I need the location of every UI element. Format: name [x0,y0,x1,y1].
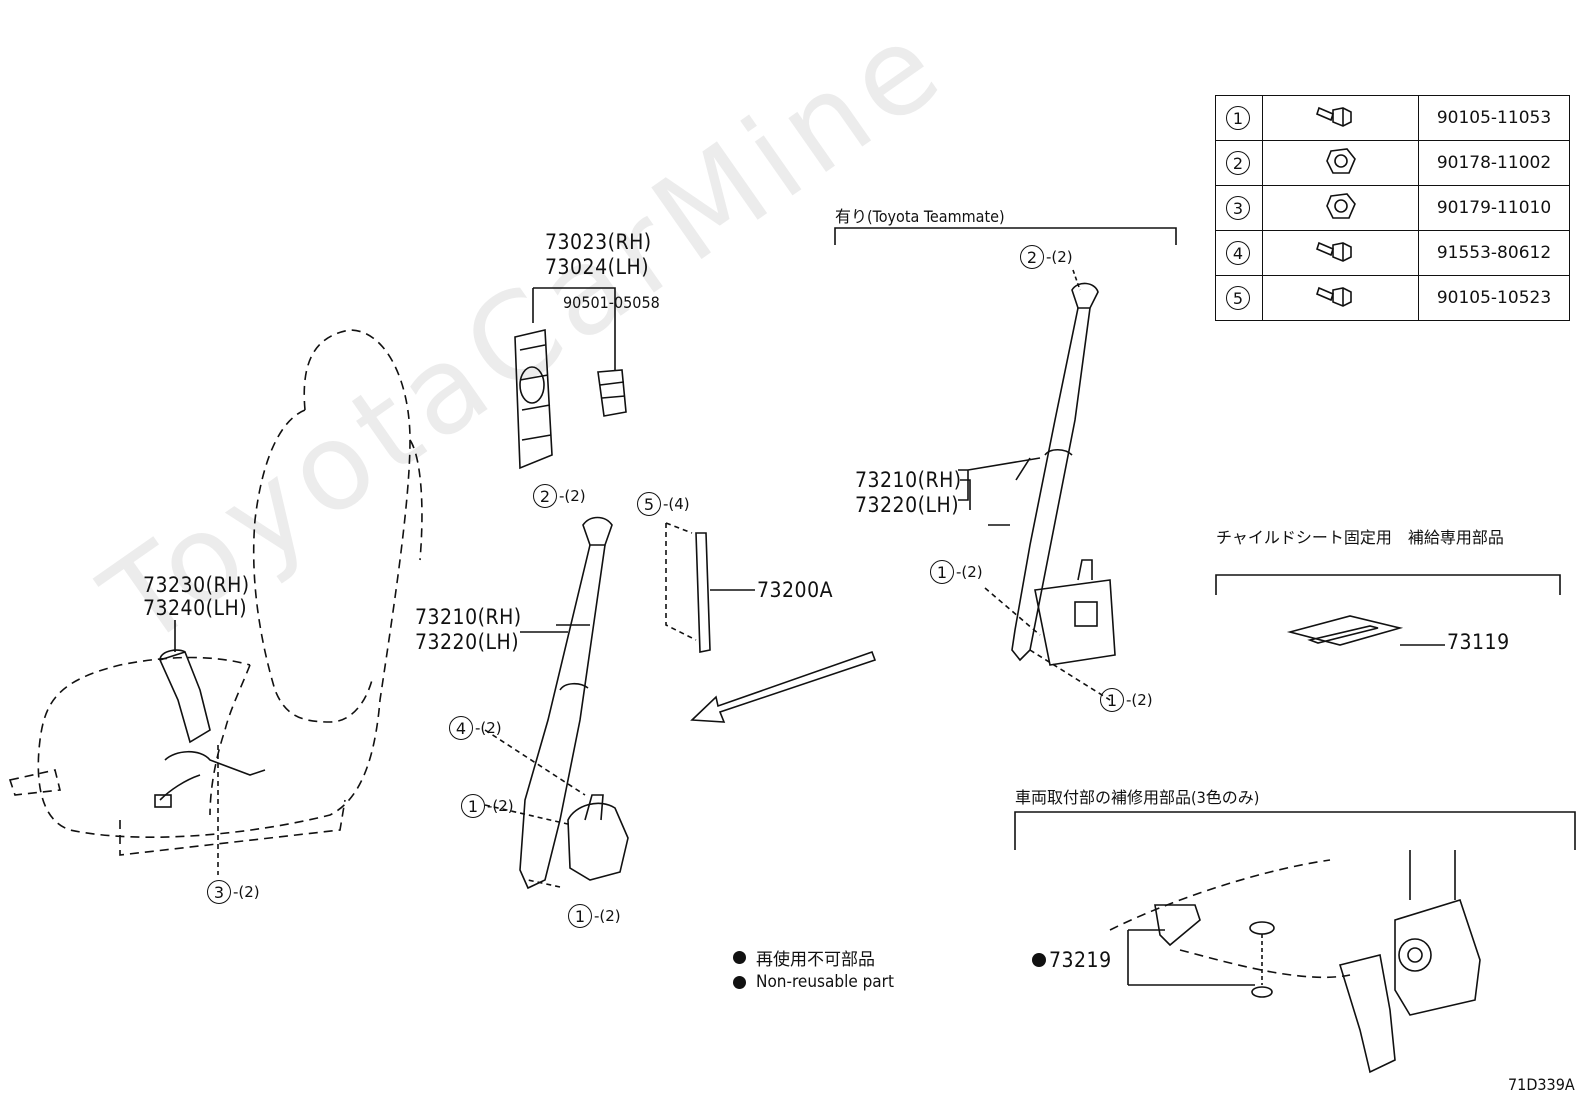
ref-number: 1 [568,904,592,928]
ref-qty: -(2) [233,883,260,901]
fastener-part-number: 90179-11010 [1418,185,1570,231]
non-reusable-dot-icon [1032,953,1046,967]
ref-number: 5 [637,492,661,516]
non-reusable-dot-icon [733,951,746,964]
part-number-73023: 73023(RH) [545,230,652,254]
legend-jp-text: 再使用不可部品 [756,950,875,970]
part-number-73210-right: 73210(RH) [855,468,962,492]
ref-qty: -(2) [475,719,502,737]
ref-number: 3 [207,880,231,904]
ref-right-1b: 1-(2) [1100,688,1153,712]
fastener-row: 3 90179-11010 [1215,185,1570,231]
direction-arrow [690,650,877,723]
fastener-number-cell: 3 [1215,185,1263,231]
part-number-73220-right: 73220(LH) [855,493,960,517]
part-number-73024: 73024(LH) [545,255,650,279]
flange-bolt-icon [1262,230,1419,276]
seat-buckle-drawing [154,620,266,875]
ref-center-1b: 1-(2) [568,904,621,928]
ref-number: 2 [1020,245,1044,269]
seat-illustration [8,329,423,856]
legend-en: Non-reusable part [733,972,894,992]
fastener-number-cell: 1 [1215,95,1263,141]
right-belt-drawing [960,269,1116,701]
fastener-table: 1 90105-11053 2 90178-11002 3 90179-11010 4 915… [1215,95,1570,321]
part-number-73240: 73240(LH) [143,596,248,620]
flange-nut-icon [1262,185,1419,231]
fastener-number: 4 [1226,241,1250,265]
part-number-73200a: 73200A [757,578,834,602]
flange-bolt-icon [1262,95,1419,141]
legend-jp: 再使用不可部品 [733,945,875,970]
ref-qty: -(2) [956,563,983,581]
fastener-part-number: 91553-80612 [1418,230,1570,276]
ref-qty: -(2) [1046,248,1073,266]
ref-qty: -(4) [663,495,690,513]
center-belt-drawing [484,516,755,890]
child-seat-plate [1286,615,1445,646]
flange-nut-icon [1262,140,1419,186]
ref-right-top: 2-(2) [1020,245,1073,269]
ref-seat-3: 3-(2) [207,880,260,904]
part-number-90501: 90501-05058 [563,293,660,312]
teammate-heading: 有り(Toyota Teammate) [835,207,1005,226]
repair-illustration [1109,850,1481,1074]
non-reusable-dot-icon [733,975,746,989]
part-number-73230: 73230(RH) [143,573,250,597]
fastener-part-number: 90178-11002 [1418,140,1570,186]
ref-number: 4 [449,716,473,740]
fastener-number: 3 [1226,196,1250,220]
part-number-73210-center: 73210(RH) [415,605,522,629]
ref-qty: -(2) [559,487,586,505]
fastener-number: 2 [1226,151,1250,175]
fastener-row: 4 91553-80612 [1215,230,1570,276]
ref-center-1a: 1-(2) [461,794,514,818]
fastener-part-number: 90105-10523 [1418,275,1570,321]
flange-bolt-icon [1262,275,1419,321]
ref-number: 1 [1100,688,1124,712]
part-number-73119: 73119 [1447,630,1510,654]
fastener-number-cell: 4 [1215,230,1263,276]
repair-heading: 車両取付部の補修用部品(3色のみ) [1015,788,1260,807]
ref-qty: -(2) [594,907,621,925]
ref-center-anchor: 5-(4) [637,492,690,516]
fastener-row: 1 90105-11053 [1215,95,1570,141]
ref-number: 1 [930,560,954,584]
diagram-code: 71D339A [1508,1075,1575,1094]
fastener-number: 1 [1226,106,1250,130]
fastener-row: 2 90178-11002 [1215,140,1570,186]
ref-qty: -(2) [1126,691,1153,709]
child-seat-heading: チャイルドシート固定用 補給専用部品 [1216,528,1504,547]
ref-center-4: 4-(2) [449,716,502,740]
fastener-number-cell: 2 [1215,140,1263,186]
ref-number: 2 [533,484,557,508]
fastener-number: 5 [1226,286,1250,310]
legend-en-text: Non-reusable part [756,972,894,992]
ref-qty: -(2) [487,797,514,815]
fastener-row: 5 90105-10523 [1215,275,1570,321]
fastener-number-cell: 5 [1215,275,1263,321]
part-number-text: 73219 [1049,948,1112,972]
ref-number: 1 [461,794,485,818]
fastener-part-number: 90105-11053 [1418,95,1570,141]
center-buckle-drawing [514,287,627,470]
ref-center-top: 2-(2) [533,484,586,508]
part-number-73220-center: 73220(LH) [415,630,520,654]
ref-right-1a: 1-(2) [930,560,983,584]
part-number-73219: 73219 [1032,948,1112,972]
